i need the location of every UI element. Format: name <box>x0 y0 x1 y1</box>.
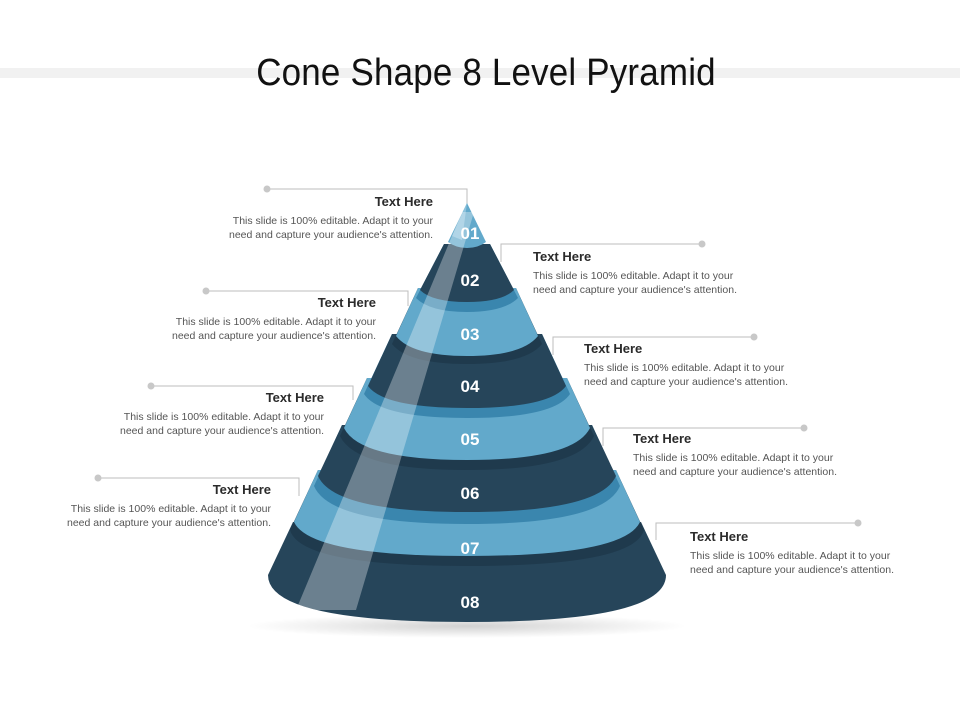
callout-level-03: Text Here This slide is 100% editable. A… <box>172 295 376 344</box>
callout-body-line1: This slide is 100% editable. Adapt it to… <box>70 502 271 515</box>
level-06-number: 06 <box>461 484 480 503</box>
cone-levels <box>268 203 666 622</box>
callout-heading: Text Here <box>633 431 692 446</box>
callout-level-06: Text Here This slide is 100% editable. A… <box>633 431 837 480</box>
callout-body-line2: need and capture your audience's attenti… <box>533 284 737 296</box>
callout-body-line2: need and capture your audience's attenti… <box>584 376 788 388</box>
callout-body-line2: need and capture your audience's attenti… <box>172 330 376 342</box>
callout-level-05: Text Here This slide is 100% editable. A… <box>120 390 324 439</box>
title-band <box>0 68 960 78</box>
callout-heading: Text Here <box>584 341 643 356</box>
callout-level-01: Text Here This slide is 100% editable. A… <box>229 194 433 243</box>
callout-heading: Text Here <box>317 295 376 310</box>
level-05-number: 05 <box>461 430 480 449</box>
callout-heading: Text Here <box>265 390 324 405</box>
slide-title: Cone Shape 8 Level Pyramid <box>256 52 716 94</box>
leader-lines <box>98 188 858 540</box>
level-02-band <box>420 244 514 302</box>
level-08-number: 08 <box>461 593 480 612</box>
callout-body-line1: This slide is 100% editable. Adapt it to… <box>232 214 433 227</box>
level-01-number: 01 <box>461 224 480 243</box>
callout-body-line1: This slide is 100% editable. Adapt it to… <box>123 410 324 423</box>
callout-body-line2: need and capture your audience's attenti… <box>120 425 324 437</box>
level-03-number: 03 <box>461 325 480 344</box>
callout-level-07: Text Here This slide is 100% editable. A… <box>67 482 271 531</box>
callout-body-line1: This slide is 100% editable. Adapt it to… <box>690 549 891 562</box>
pyramid-shadow <box>247 614 687 638</box>
callout-body-line1: This slide is 100% editable. Adapt it to… <box>633 451 834 464</box>
callout-body-line2: need and capture your audience's attenti… <box>690 564 894 576</box>
callout-body-line1: This slide is 100% editable. Adapt it to… <box>584 361 785 374</box>
callout-heading: Text Here <box>374 194 433 209</box>
callout-body-line2: need and capture your audience's attenti… <box>67 517 271 529</box>
callout-level-02: Text Here This slide is 100% editable. A… <box>533 249 737 298</box>
leader-dots <box>94 185 862 527</box>
callout-body-line1: This slide is 100% editable. Adapt it to… <box>175 315 376 328</box>
level-04-number: 04 <box>461 377 480 396</box>
level-07-number: 07 <box>461 539 480 558</box>
callout-level-08: Text Here This slide is 100% editable. A… <box>690 529 894 578</box>
highlight-stripe <box>296 212 474 610</box>
level-02-number: 02 <box>461 271 480 290</box>
callout-heading: Text Here <box>690 529 749 544</box>
callout-body-line1: This slide is 100% editable. Adapt it to… <box>533 269 734 282</box>
callout-body-line2: need and capture your audience's attenti… <box>633 466 837 478</box>
callout-heading: Text Here <box>533 249 592 264</box>
callout-heading: Text Here <box>212 482 271 497</box>
callout-level-04: Text Here This slide is 100% editable. A… <box>584 341 788 390</box>
callout-body-line2: need and capture your audience's attenti… <box>229 229 433 241</box>
